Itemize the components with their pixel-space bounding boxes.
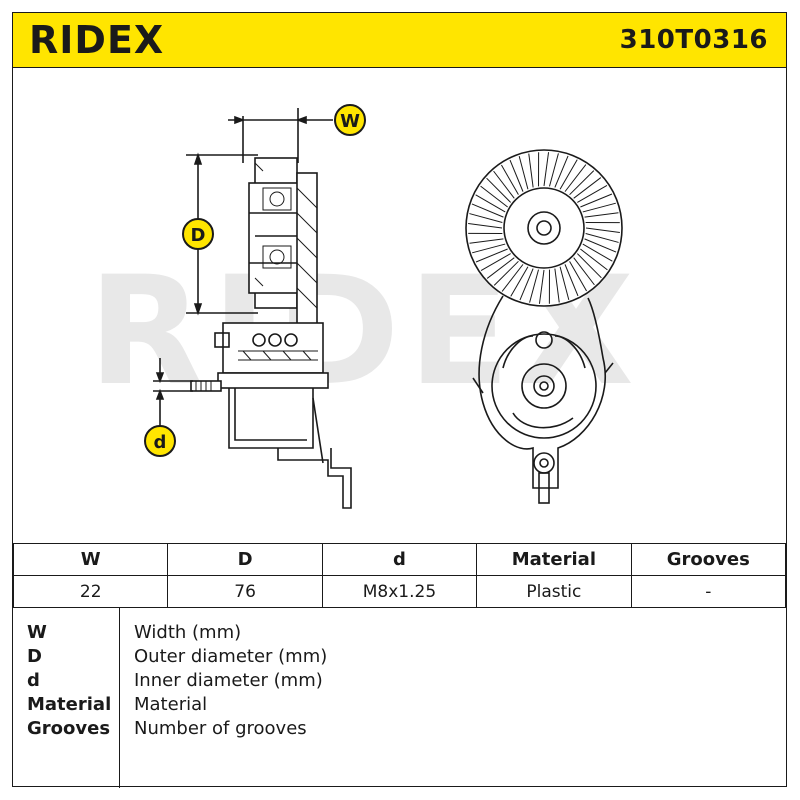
legend-row: Material Material <box>13 694 786 718</box>
spec-header-d-inner: d <box>321 543 478 576</box>
legend-desc: Width (mm) <box>134 622 242 643</box>
spec-value-material: Plastic <box>476 575 632 608</box>
spec-header-material: Material <box>476 543 632 576</box>
header-bar: RIDEX 310T0316 <box>13 13 786 68</box>
part-number: 310T0316 <box>619 25 768 55</box>
front-view <box>465 149 623 504</box>
dimension-marker-w: W <box>334 104 366 136</box>
spec-header-grooves: Grooves <box>630 543 787 576</box>
spec-value-grooves: - <box>630 575 787 608</box>
legend-key: Material <box>27 694 112 715</box>
spec-value-w: 22 <box>12 575 169 608</box>
spec-value-d-inner: M8x1.25 <box>321 575 478 608</box>
datasheet: RIDEX 310T0316 RIDEX <box>12 12 787 788</box>
side-view <box>153 108 352 509</box>
legend-row: Grooves Number of grooves <box>13 718 786 742</box>
spec-table-header-row: W D d Material Grooves <box>12 543 787 576</box>
brand-logo-text: RIDEX <box>29 21 164 59</box>
technical-drawing: RIDEX <box>13 68 786 543</box>
spec-header-w: W <box>12 543 169 576</box>
legend-desc: Outer diameter (mm) <box>134 646 328 667</box>
legend-key: Grooves <box>27 718 111 739</box>
dimension-marker-d-outer: D <box>182 218 214 250</box>
legend-divider <box>119 608 120 788</box>
spec-value-d-outer: 76 <box>167 575 323 608</box>
spec-table: W D d Material Grooves 22 76 M8x1.25 Pla… <box>12 543 787 608</box>
legend-key: d <box>27 670 40 691</box>
legend-row: d Inner diameter (mm) <box>13 670 786 694</box>
legend-key: W <box>27 622 47 643</box>
legend-key: D <box>27 646 42 667</box>
legend-row: D Outer diameter (mm) <box>13 646 786 670</box>
legend-desc: Material <box>134 694 208 715</box>
spec-header-d-outer: D <box>167 543 323 576</box>
dim-d-outer-label: D <box>191 225 206 246</box>
dim-w-label: W <box>340 111 360 132</box>
legend: W Width (mm) D Outer diameter (mm) d Inn… <box>13 607 786 788</box>
dim-d-inner-label: d <box>154 432 167 453</box>
legend-desc: Inner diameter (mm) <box>134 670 323 691</box>
dimension-marker-d-inner: d <box>144 425 176 457</box>
legend-desc: Number of grooves <box>134 718 307 739</box>
legend-row: W Width (mm) <box>13 622 786 646</box>
brand-logo: RIDEX <box>29 18 199 63</box>
spec-table-value-row: 22 76 M8x1.25 Plastic - <box>12 575 787 608</box>
